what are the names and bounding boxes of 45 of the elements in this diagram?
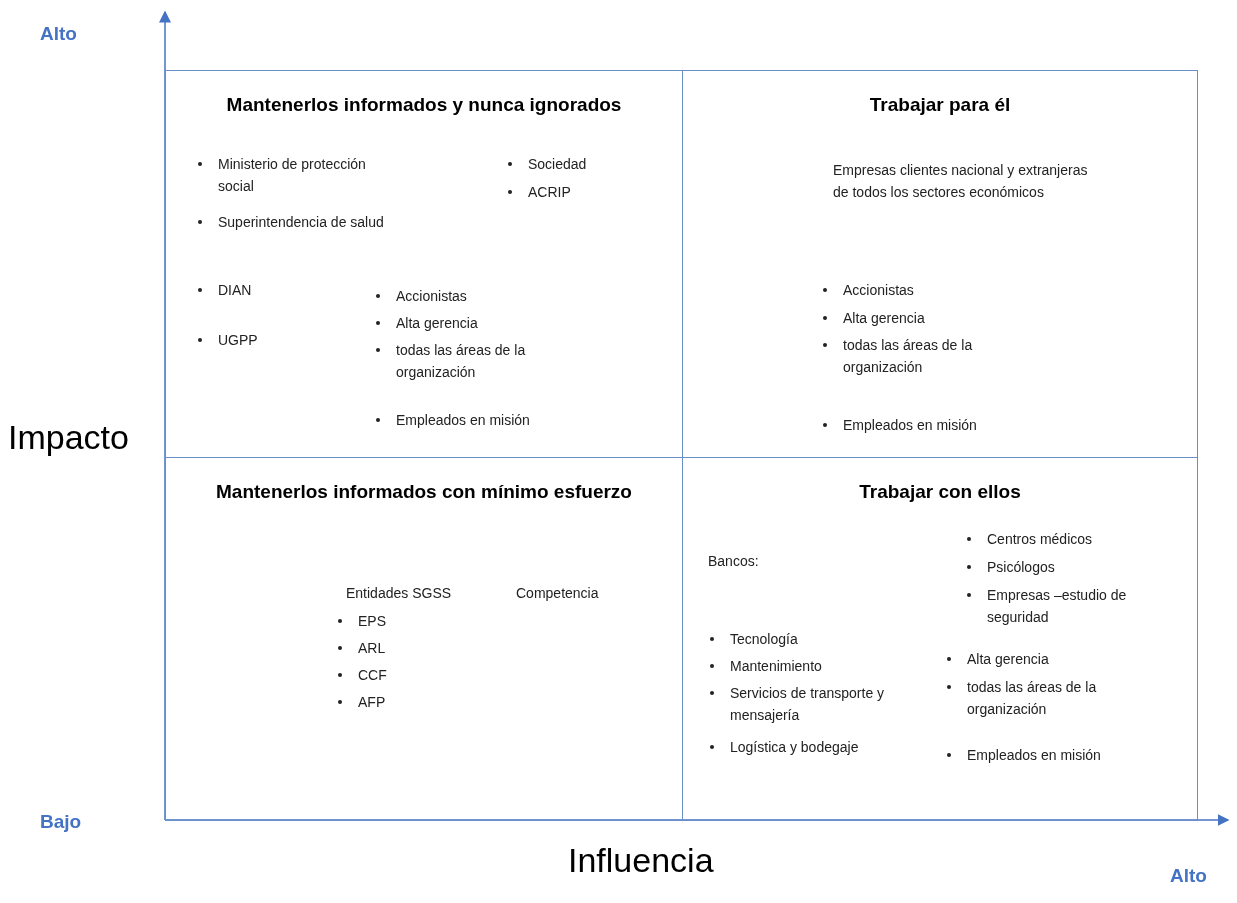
quadrant-box <box>165 457 683 821</box>
list-item: EPS <box>336 610 436 632</box>
list-item: Psicólogos <box>965 556 1195 578</box>
text: Competencia <box>516 584 600 603</box>
list-item: Superintendencia de salud <box>196 211 426 233</box>
list-item: Servicios de transporte y mensajería <box>708 682 948 726</box>
list-item: Logística y bodegaje <box>708 736 938 758</box>
quadrant-heading: Trabajar con ellos <box>858 480 1022 504</box>
list-item: AFP <box>336 691 436 713</box>
list-item: ARL <box>336 637 436 659</box>
list-item: Empleados en misión <box>374 409 604 431</box>
quadrant-heading: Mantenerlos informados y nunca ignorados <box>225 93 623 117</box>
list-item: Empleados en misión <box>945 744 1185 766</box>
list-item: Sociedad <box>506 153 656 175</box>
list-item: Alta gerencia <box>374 312 604 334</box>
list-item: todas las áreas de la organización <box>945 676 1155 720</box>
text: Entidades SGSS <box>346 584 453 603</box>
list-item: Centros médicos <box>965 528 1195 550</box>
list-item: Alta gerencia <box>821 307 1081 329</box>
list-item: Accionistas <box>374 285 604 307</box>
list-item: Mantenimiento <box>708 655 938 677</box>
list-item: Accionistas <box>821 279 1081 301</box>
axis-label: Alto <box>1170 864 1207 888</box>
axis-label: Bajo <box>40 810 82 834</box>
list-item: ACRIP <box>506 181 656 203</box>
list-item: UGPP <box>196 329 316 351</box>
list-item: Empresas –estudio de seguridad <box>965 584 1185 628</box>
list-item: todas las áreas de la organización <box>374 339 574 383</box>
list-item: Ministerio de protección social <box>196 153 396 197</box>
list-item: Alta gerencia <box>945 648 1185 670</box>
text: Empresas clientes nacional y extranjeras de todos los sectores económicos <box>833 161 1089 202</box>
list-item: Tecnología <box>708 628 938 650</box>
quadrant-heading: Trabajar para él <box>868 93 1012 117</box>
axis-label: Impacto <box>8 417 129 458</box>
quadrant-box <box>682 70 1198 458</box>
quadrant-box <box>682 457 1198 821</box>
list-item: CCF <box>336 664 436 686</box>
list-item: todas las áreas de la organización <box>821 334 1031 378</box>
axis-label: Alto <box>40 22 77 46</box>
quadrant-heading: Mantenerlos informados con mínimo esfuerzo <box>215 480 633 504</box>
text: Bancos: <box>708 552 760 571</box>
axis-label: Influencia <box>568 840 714 881</box>
list-item: Empleados en misión <box>821 414 1081 436</box>
list-item: DIAN <box>196 279 316 301</box>
quadrant-box <box>165 70 683 458</box>
